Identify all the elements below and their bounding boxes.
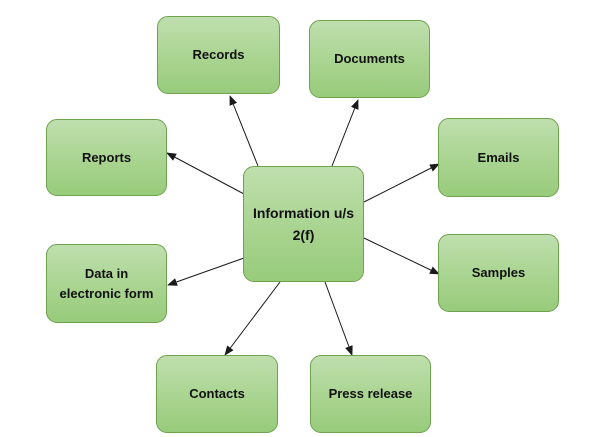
node-records: Records <box>157 16 280 94</box>
edge-center-to-documents <box>331 99 359 167</box>
node-data-in-electronic-form-label: Data in electronic form <box>59 265 154 301</box>
node-information-u-s-2f: Information u/s 2(f) <box>243 166 364 282</box>
node-data-in-electronic-form: Data in electronic form <box>46 244 167 323</box>
node-emails-label: Emails <box>477 149 520 165</box>
edge-center-to-press-release <box>324 281 353 356</box>
edge-center-to-records <box>229 95 259 167</box>
node-information-label: Information u/s 2(f) <box>252 205 355 243</box>
node-press-release-label: Press release <box>328 386 413 401</box>
node-records-label: Records <box>192 47 245 62</box>
node-documents-label: Documents <box>334 51 405 66</box>
edge-center-to-samples <box>363 237 440 275</box>
node-reports-label: Reports <box>81 149 132 165</box>
node-documents: Documents <box>309 20 430 98</box>
node-contacts: Contacts <box>156 355 278 433</box>
node-samples-label: Samples <box>471 265 526 280</box>
edge-center-to-emails <box>363 163 440 203</box>
edge-center-to-contacts <box>224 281 281 356</box>
node-reports: Reports <box>46 119 167 196</box>
node-emails: Emails <box>438 118 559 197</box>
edge-center-to-data-electronic <box>167 257 245 286</box>
node-contacts-label: Contacts <box>189 386 245 401</box>
edge-center-to-reports <box>166 152 245 195</box>
node-press-release: Press release <box>310 355 431 433</box>
node-samples: Samples <box>438 234 559 312</box>
